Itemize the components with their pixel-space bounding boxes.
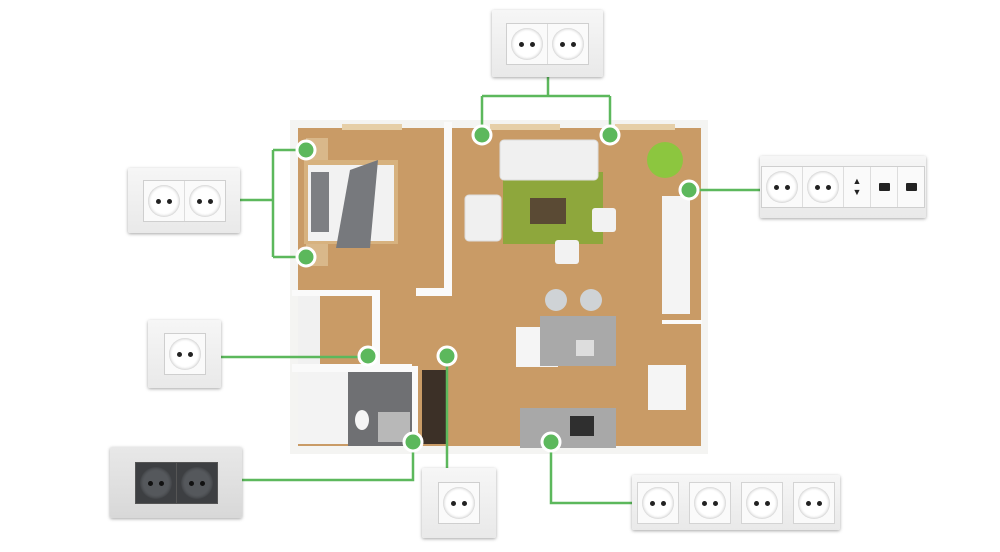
connector-kitchen (549, 442, 632, 505)
shoe-rack (422, 370, 446, 444)
schuko-module (144, 180, 185, 221)
living-multimedia-socket-panel: ▲ ▼ (760, 156, 926, 218)
ottoman (592, 208, 616, 232)
floor-plan (290, 120, 708, 454)
schuko-socket-icon (746, 486, 778, 519)
schuko-module (803, 167, 844, 207)
cooktop (570, 416, 594, 436)
socket-frame (506, 22, 589, 65)
wall (662, 320, 702, 324)
socket-marker[interactable] (402, 431, 424, 453)
schuko-module (165, 334, 205, 374)
rj45-socket-icon (905, 183, 917, 191)
schuko-socket-icon (642, 486, 674, 519)
schuko-module (185, 181, 225, 221)
schuko-module (762, 167, 803, 207)
socket-marker[interactable] (471, 124, 493, 146)
kitchen-quad-socket-panel (632, 475, 840, 530)
schuko-socket-icon (139, 466, 172, 499)
socket-marker[interactable] (599, 124, 621, 146)
schuko-socket-icon (168, 338, 201, 370)
window (615, 124, 675, 130)
rj45-module (898, 167, 924, 207)
socket-marker[interactable] (295, 246, 317, 268)
schuko-socket-icon (147, 184, 180, 217)
schuko-socket-icon (443, 487, 475, 519)
schuko-socket-icon (807, 171, 839, 203)
closet (298, 296, 320, 366)
schuko-module (793, 481, 835, 524)
plant (647, 142, 683, 178)
schuko-socket-icon (694, 486, 726, 519)
schuko-socket-icon (180, 466, 213, 499)
dining-table (648, 365, 686, 410)
schuko-socket-icon (552, 27, 584, 60)
schuko-module (507, 23, 548, 64)
socket-frame (134, 461, 218, 504)
window (490, 124, 560, 130)
schuko-socket-icon (511, 27, 543, 60)
top-double-socket-panel (492, 10, 603, 77)
cabinet (662, 196, 690, 314)
coffee-table (530, 198, 566, 224)
schuko-module (637, 481, 679, 524)
sofa (499, 139, 599, 181)
bedroom-wall (416, 288, 452, 296)
socket-marker[interactable] (357, 345, 379, 367)
bedroom-wall (444, 122, 452, 296)
bedroom-double-socket-panel (128, 168, 240, 233)
rj45-socket-icon (878, 183, 890, 191)
socket-location-markers (295, 124, 700, 453)
schuko-socket-icon (766, 171, 798, 203)
socket-marker[interactable] (678, 179, 700, 201)
tv-antenna-socket-icon: ▲ ▼ (852, 176, 862, 197)
kitchen-sink (576, 340, 594, 356)
schuko-socket-icon (798, 486, 830, 519)
socket-frame (142, 179, 226, 222)
toilet (355, 410, 369, 430)
wall (372, 290, 380, 370)
bar-stool (580, 289, 602, 311)
schuko-module (741, 481, 783, 524)
wall (292, 290, 380, 296)
schuko-module (548, 24, 588, 64)
connector-lines (221, 77, 760, 505)
tv-antenna-module: ▲ ▼ (844, 167, 871, 207)
hallway-single-socket-panel (148, 320, 221, 388)
schuko-module (135, 462, 177, 503)
bathtub (298, 372, 348, 444)
ottoman (555, 240, 579, 264)
hall-single-socket-panel (422, 468, 496, 538)
schuko-module (439, 483, 479, 523)
socket-marker[interactable] (436, 345, 458, 367)
pillows (311, 172, 329, 232)
socket-frame (637, 481, 835, 524)
schuko-socket-icon (188, 184, 221, 217)
armchair (464, 194, 502, 242)
connector-bathroom (242, 442, 415, 482)
socket-frame (438, 482, 480, 524)
wall (292, 364, 412, 372)
socket-marker[interactable] (540, 431, 562, 453)
window (342, 124, 402, 130)
bar-stool (545, 289, 567, 311)
socket-marker[interactable] (295, 139, 317, 161)
schuko-module (176, 462, 217, 503)
socket-frame: ▲ ▼ (761, 166, 925, 208)
bathroom-waterproof-double-socket-panel (110, 447, 242, 518)
kitchen-counter (520, 408, 616, 448)
wall (412, 366, 418, 446)
socket-frame (163, 333, 206, 375)
blanket (336, 160, 378, 248)
connector-bedroom (240, 148, 306, 259)
connector-top (480, 77, 612, 135)
rj45-module (871, 167, 898, 207)
schuko-module (689, 481, 731, 524)
